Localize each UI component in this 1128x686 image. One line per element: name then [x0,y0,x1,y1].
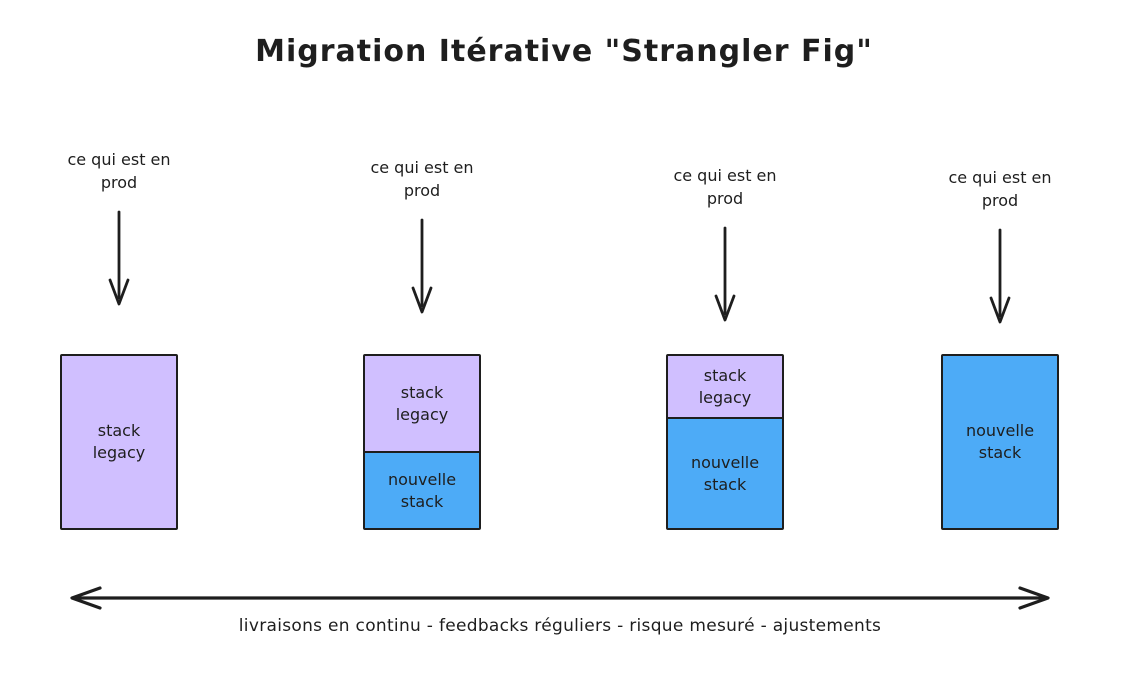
down-arrow-icon [108,210,130,306]
stages-row: ce qui est en prod stack legacy ce qui e… [0,148,1128,548]
stack-box: stack legacy nouvelle stack [666,354,784,530]
down-arrow-icon [714,226,736,322]
stage: ce qui est en prod stack legacy [44,148,194,530]
timeline: livraisons en continu - feedbacks réguli… [60,584,1060,636]
stack-box: stack legacy [60,354,178,530]
prod-label: ce qui est en prod [673,166,777,209]
stack-segment-label: stack legacy [698,366,752,407]
stack-segment-label: nouvelle stack [965,421,1035,462]
down-arrow-icon [989,228,1011,324]
prod-label: ce qui est en prod [370,158,474,201]
stack-segment-label: stack legacy [92,421,146,462]
stack-segment-legacy: stack legacy [668,356,782,418]
stack-segment-legacy: stack legacy [365,356,479,452]
stack-box: nouvelle stack [941,354,1059,530]
stack-segment-label: nouvelle stack [690,453,760,494]
prod-label: ce qui est en prod [948,168,1052,211]
stack-segment-legacy: stack legacy [62,356,176,528]
stack-box: stack legacy nouvelle stack [363,354,481,530]
double-headed-arrow-icon [70,586,1050,610]
stack-segment-new: nouvelle stack [668,417,782,528]
timeline-caption: livraisons en continu - feedbacks réguli… [238,616,882,636]
stack-segment-new: nouvelle stack [365,451,479,528]
diagram-title: Migration Itérative "Strangler Fig" [255,34,873,69]
stage: ce qui est en prod stack legacy nouvelle … [650,164,800,530]
stack-segment-new: nouvelle stack [943,356,1057,528]
stack-segment-label: nouvelle stack [387,470,457,511]
stack-segment-label: stack legacy [395,383,449,424]
down-arrow-icon [411,218,433,314]
stage: ce qui est en prod stack legacy nouvelle … [347,156,497,530]
prod-label: ce qui est en prod [67,150,171,193]
stage: ce qui est en prod nouvelle stack [925,166,1075,530]
